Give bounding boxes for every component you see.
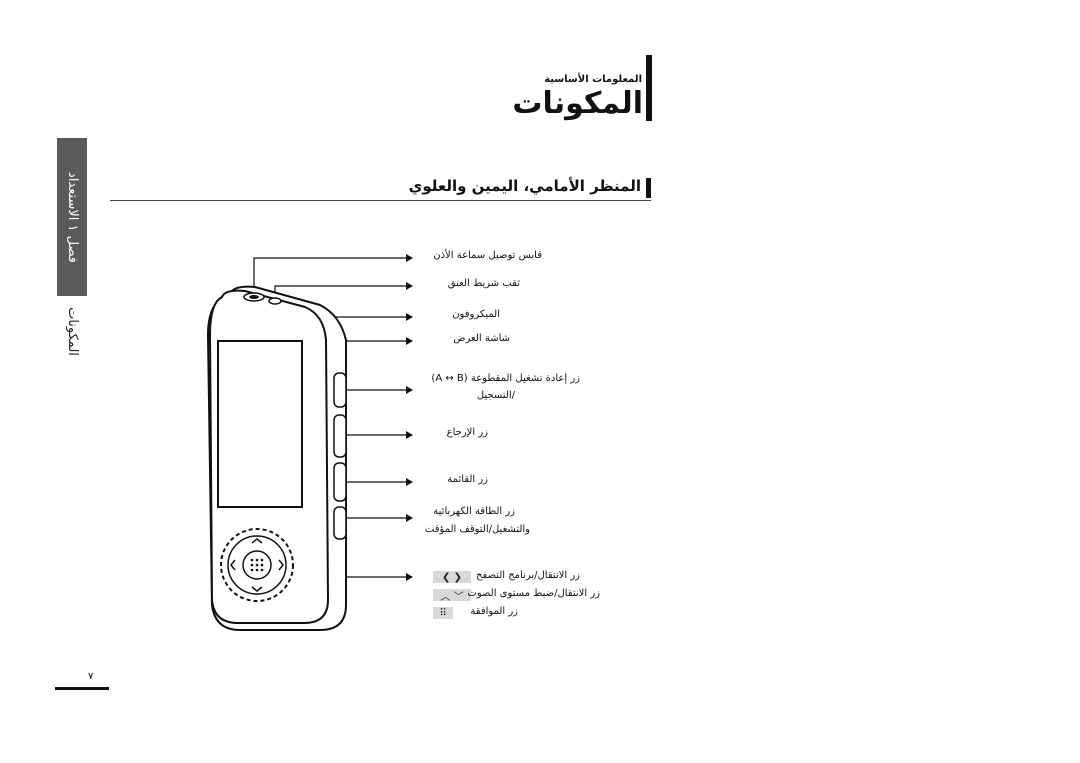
nav-ring-dashed [220,528,294,602]
arrow-microphone [406,313,413,321]
strap-hole [268,297,282,305]
arrow-earphone [406,254,413,262]
side-button-back [333,414,347,458]
label-select-button: زر الموافقة [470,606,518,617]
chapter-section-label: المكونات [64,306,80,356]
arrow-menu [406,478,413,486]
arrow-repeat [406,386,413,394]
label-repeat-line2: /التسجيل [476,390,515,401]
label-neck-strap-hole: ثقب شريط العنق [447,278,520,289]
key-menu-icon: ⠿ [433,607,453,619]
chapter-section-label-wrap: المكونات [57,298,87,364]
section-heading: المنظر الأمامي، اليمين والعلوي [408,177,641,195]
label-nav-up-down: زر الانتقال/ضبط مستوى الصوت [467,588,600,599]
arrow-display [406,337,413,345]
key-left-right-icon: ❮ ❯ [433,571,471,583]
label-earphone-jack: قابس توصيل سماعة الأذن [433,250,542,261]
heading-rule [110,200,651,201]
arrow-strap [406,282,413,290]
device-screen [217,340,303,508]
arrow-back [406,431,413,439]
side-button-repeat [333,372,347,408]
side-button-power [333,506,347,540]
arrow-nav [406,573,413,581]
label-back-button: زر الإرجاع [446,427,488,438]
footer-rule [55,687,109,690]
arrow-power [406,514,413,522]
section-subtitle: المعلومات الأساسية [544,74,642,85]
header-bar [646,55,652,121]
heading-bar [646,178,651,198]
nav-center-dots [250,558,264,572]
chapter-tab [57,138,87,296]
callout-line-earphone [253,257,406,297]
device-illustration [206,257,406,631]
nav-arrows [230,538,284,592]
chapter-tab-label: فصل ١ الاستعداد [64,171,80,263]
label-power-line1: زر الطاقة الكهربائية [433,506,515,517]
page-number: ٧ [88,671,94,682]
side-button-menu [333,462,347,502]
section-title: المكونات [512,86,643,121]
label-menu-button: زر القائمة [447,474,488,485]
label-display: شاشة العرض [453,333,510,344]
key-up-down-icon: ︿ ﹀ [433,589,471,603]
label-nav-left-right: زر الانتقال/برنامج التصفح [475,570,580,581]
label-power-line2: والتشغيل/التوقف المؤقت [424,524,530,535]
label-microphone: الميكروفون [452,309,500,320]
chapter-tab-label-wrap: فصل ١ الاستعداد [57,138,87,296]
label-repeat-line1: زر إعادة تشغيل المقطوعة (A ↔ B) [431,373,580,384]
